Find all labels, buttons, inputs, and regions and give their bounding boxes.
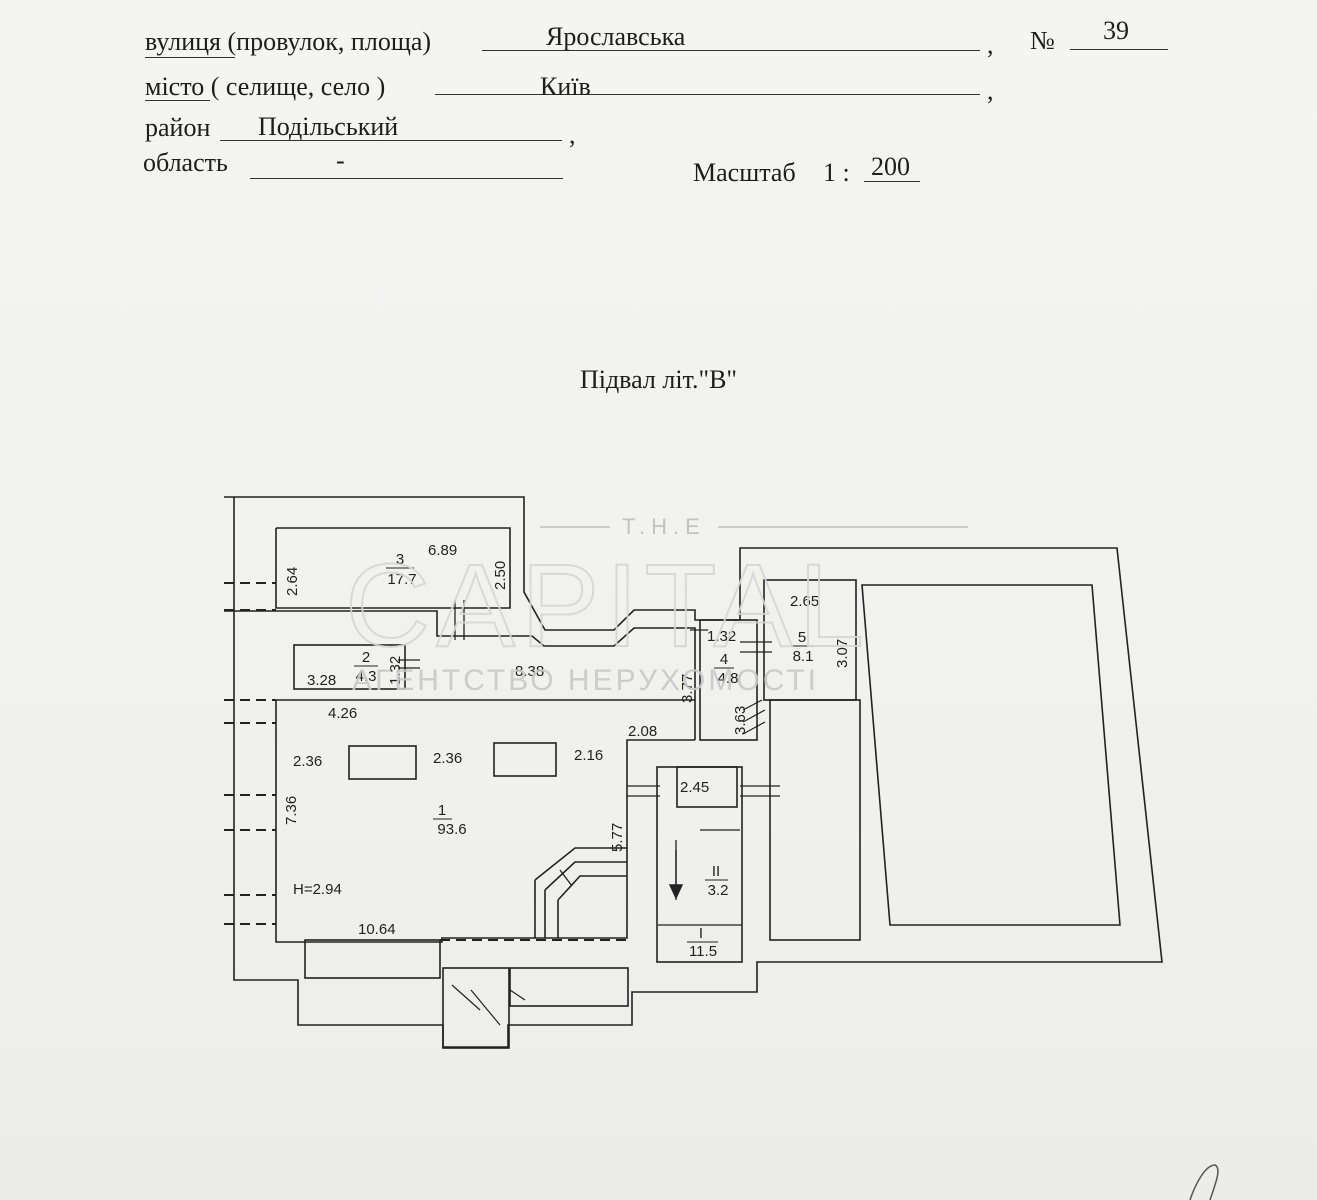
city-label: місто ( селище, село ): [145, 72, 386, 101]
stair-arrow: [668, 850, 684, 900]
corridor-strip: [769, 699, 861, 941]
street-value: Ярославська: [546, 22, 686, 51]
room-1-area: 93.6: [437, 821, 466, 838]
room-4-area: 4.8: [718, 670, 739, 687]
room-3-area: 17.7: [387, 571, 416, 588]
region-underline: [250, 178, 563, 179]
pillar-left: [348, 745, 417, 780]
city-value: Київ: [540, 72, 591, 101]
dim-7-36: 7.36: [283, 796, 300, 825]
dim-3-77: 3.77: [679, 674, 696, 703]
room-1-wall: [275, 700, 695, 943]
watermark-brand: CAPITAL: [345, 540, 870, 672]
city-comma: ,: [987, 76, 994, 105]
dim-3-07: 3.07: [834, 639, 851, 668]
dim-2-36b: 2.36: [433, 750, 462, 767]
scale-value: 200: [871, 152, 910, 181]
dim-3-28: 3.28: [307, 672, 336, 689]
dim-1-32b: 1.32: [707, 628, 736, 645]
ceiling-height: H=2.94: [293, 881, 342, 898]
dim-2-65: 2.65: [790, 593, 819, 610]
room-i-label: I 11.5: [687, 925, 718, 960]
scale-label: Масштаб: [693, 158, 796, 187]
hall-stair-2: [544, 861, 627, 891]
room-1-number: 1: [438, 802, 446, 819]
dim-10-64: 10.64: [358, 921, 396, 938]
pillar-right: [493, 742, 557, 777]
large-right-room: [861, 584, 1121, 926]
district-comma: ,: [569, 120, 576, 149]
left-wall-openings: [224, 582, 627, 941]
dim-1-32a: 1.32: [387, 656, 404, 685]
street-underline: [482, 50, 980, 51]
room-3-wall: [275, 527, 511, 609]
room-i-area: 11.5: [689, 943, 717, 960]
room-4-wall: [699, 619, 758, 741]
stair-landing: [676, 766, 738, 808]
dim-2-45: 2.45: [680, 779, 709, 796]
room-4-label: 4 4.8: [714, 651, 738, 687]
room-2-area: 4.3: [356, 668, 377, 685]
plan-walls: [224, 496, 1163, 1049]
watermark-sub: АГЕНТСТВО НЕРУХОМОСТІ: [352, 664, 819, 697]
room-4-number: 4: [720, 651, 728, 668]
room-3-number: 3: [396, 551, 404, 568]
room-5-label: 5 8.1: [792, 629, 814, 665]
scale-ratio: 1 :: [823, 158, 850, 187]
street-label: вулиця (провулок, площа): [145, 27, 432, 56]
dim-3-63: 3.63: [732, 706, 749, 735]
hatch: [451, 699, 766, 1026]
dim-2-64: 2.64: [284, 567, 301, 596]
room-ii-number: II: [712, 863, 720, 880]
dim-8-38: 8.38: [515, 663, 544, 680]
region-value: -: [336, 146, 345, 175]
dim-4-26: 4.26: [328, 705, 357, 722]
room-2-number: 2: [362, 649, 370, 666]
room-i-number: I: [699, 925, 703, 942]
street-label-underline: [145, 57, 235, 58]
city-underline: [435, 94, 980, 95]
room-ii-label: II 3.2: [705, 863, 728, 899]
hall-stair-1: [534, 847, 627, 881]
dim-2-16: 2.16: [574, 747, 603, 764]
district-underline: [220, 140, 562, 141]
street-comma: ,: [987, 30, 994, 59]
district-label: район: [145, 113, 211, 142]
room-2-wall: [293, 644, 406, 690]
room-ii-area: 3.2: [708, 882, 729, 899]
room-2-label: 2 4.3: [354, 649, 378, 685]
dim-2-36a: 2.36: [293, 753, 322, 770]
room-5-area: 8.1: [793, 648, 814, 665]
room-5-number: 5: [798, 629, 806, 646]
pen-mark: [1189, 1164, 1219, 1200]
plan-title: Підвал літ."В": [579, 365, 738, 394]
lower-room: [304, 939, 441, 979]
dim-2-08: 2.08: [628, 723, 657, 740]
lower-stair: [442, 967, 510, 1049]
district-value: Подільський: [258, 112, 399, 141]
room-3-label: 3 17.7: [386, 551, 417, 588]
watermark: T.H.E CAPITAL АГЕНТСТВО НЕРУХОМОСТІ: [344, 514, 968, 697]
number-underline: [1070, 49, 1168, 50]
watermark-top: T.H.E: [622, 514, 706, 539]
scale-underline: [864, 181, 920, 182]
hall-stair-3: [557, 875, 627, 901]
number-value: 39: [1103, 16, 1129, 45]
city-label-underline: [145, 100, 210, 101]
dimension-labels: 6.89 2.64 2.50 3.28 1.32 8.38 4.26 2.36 …: [283, 542, 851, 938]
corridor-wall: [224, 610, 696, 740]
room-1-label: 1 93.6: [433, 802, 467, 838]
room-labels: 1 93.6 2 4.3 3 17.7 4 4.8 5: [354, 551, 814, 960]
number-label: №: [1030, 26, 1055, 55]
outer-wall: [224, 496, 1163, 1048]
dim-6-89: 6.89: [428, 542, 457, 559]
dim-5-77: 5.77: [609, 823, 626, 852]
dim-2-50: 2.50: [492, 561, 509, 590]
region-label: область: [143, 148, 228, 177]
lower-right-room: [509, 967, 629, 1007]
